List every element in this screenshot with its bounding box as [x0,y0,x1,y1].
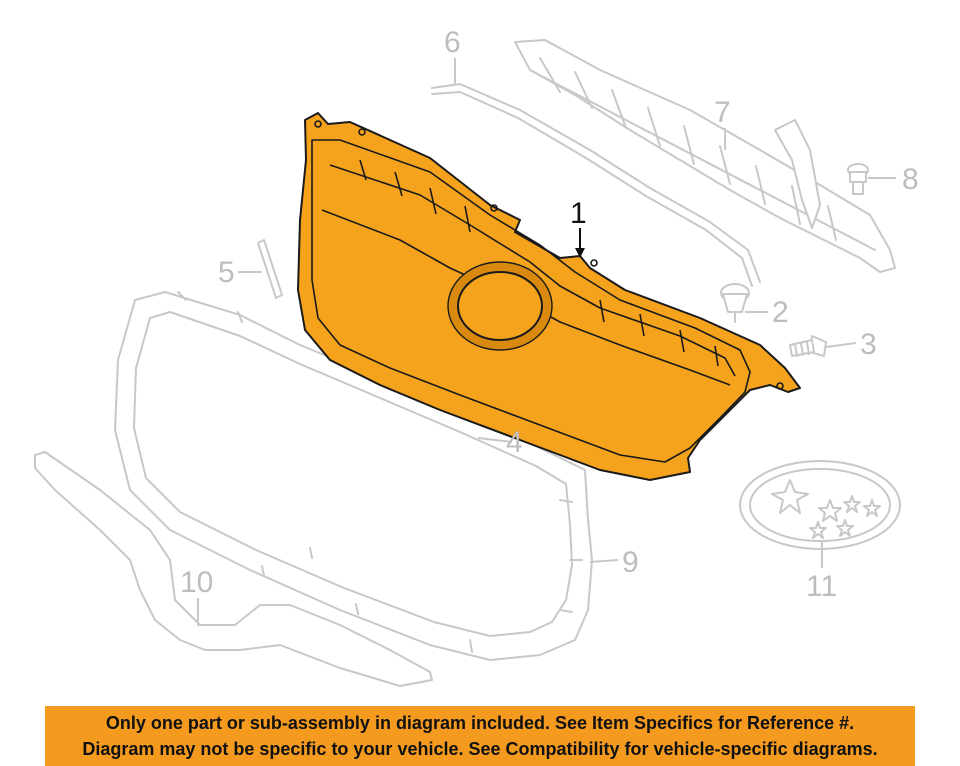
disclaimer-banner: Only one part or sub-assembly in diagram… [45,706,915,766]
callout-8: 8 [902,163,919,196]
part-3-screw [789,335,827,357]
callout-5: 5 [218,256,235,289]
part-8-bolt [847,163,869,195]
part-6-molding-strip [431,83,761,287]
callout-2: 2 [772,296,789,329]
callout-10: 10 [180,566,213,599]
callout-3: 3 [860,328,877,361]
part-8-clip-pad [774,119,821,229]
callout-9: 9 [622,546,639,579]
callout-11: 11 [806,570,837,603]
callout-6: 6 [444,26,461,59]
part-10-lower-molding [34,451,433,687]
part-7-support-bracket [514,39,896,273]
part-11-emblem [739,460,901,550]
part-9-grille-frame [114,291,593,661]
disclaimer-line-2: Diagram may not be specific to your vehi… [82,739,878,759]
part-2-push-clip [720,283,750,323]
callout-1: 1 [570,197,587,230]
callout-7: 7 [714,96,731,129]
disclaimer-line-1: Only one part or sub-assembly in diagram… [105,713,855,733]
part-5-trim [257,239,283,299]
callout-4: 4 [506,426,523,459]
part-1-grille [297,112,801,481]
leader-lines [197,58,896,626]
